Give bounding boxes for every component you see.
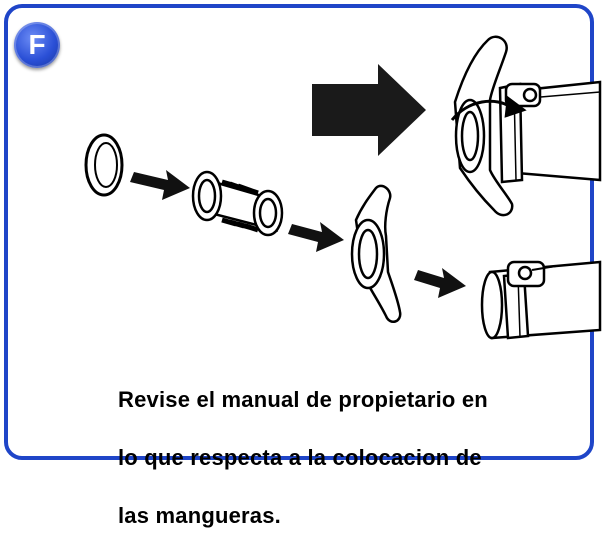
- hose-with-clamp: [480, 260, 602, 340]
- arrow-icon: [288, 222, 344, 252]
- caption-line-1: Revise el manual de propietario en: [118, 387, 488, 412]
- step-badge: F: [14, 22, 60, 68]
- large-arrow-icon: [312, 64, 426, 156]
- caption-line-2: lo que respecta a la colocacion de: [118, 445, 482, 470]
- hose-assembly-illustration: [84, 35, 602, 340]
- o-ring-washer: [84, 133, 124, 197]
- wing-nut: [350, 184, 402, 324]
- caption-line-3: las mangueras.: [118, 503, 281, 528]
- arrow-icon: [130, 170, 190, 200]
- instruction-caption: Revise el manual de propietario en lo qu…: [118, 356, 588, 559]
- assembled-hose-wingnut: [450, 35, 602, 217]
- arrow-icon: [414, 268, 466, 298]
- ribbed-coupling: [191, 170, 284, 237]
